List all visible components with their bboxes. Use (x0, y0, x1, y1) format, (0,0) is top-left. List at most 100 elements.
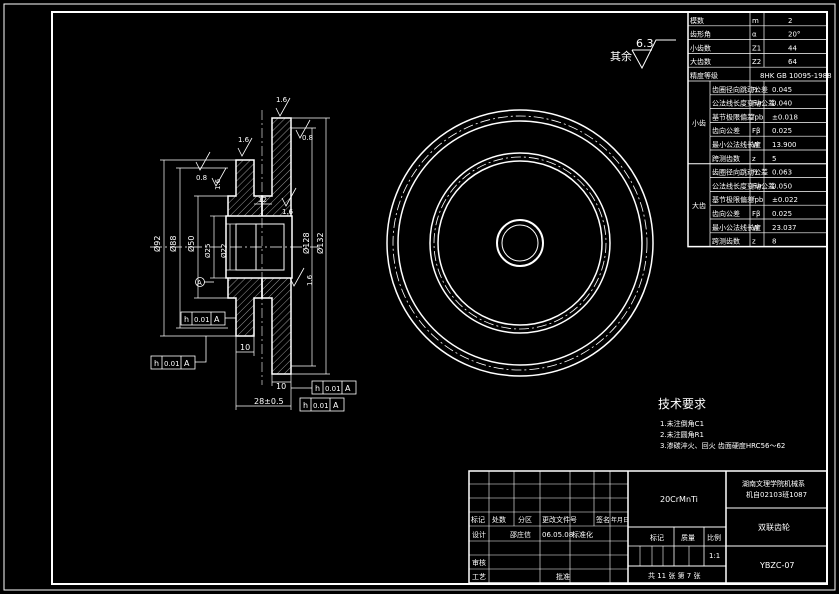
param-sym: W (752, 224, 759, 232)
param-val: 8HK GB 10095-1988 (760, 72, 832, 80)
param-sym: Z1 (752, 44, 761, 52)
param-sym: W (752, 141, 759, 149)
tech-item-1: 1.未注倒角C1 (660, 419, 704, 428)
design-label: 设计 (472, 530, 486, 539)
tol3-val: 0.01 (325, 385, 341, 393)
tol1-val: 0.01 (194, 316, 210, 324)
dim-w28: 28±0.5 (254, 397, 284, 406)
param-val: 13.900 (772, 141, 797, 149)
tolerance-frame-4: h 0.01 A (299, 397, 345, 412)
param-name: 公法线长度变动公差 (712, 99, 775, 108)
tol2-sym: h (154, 359, 159, 368)
param-val: 0.025 (772, 127, 792, 135)
param-sym: Fβ (752, 127, 761, 135)
roughness-mark-4: 0.8 (196, 174, 207, 182)
dim-w10a: 10 (240, 343, 250, 352)
param-sym: Fβ (752, 210, 761, 218)
dim-w12: 12 (258, 196, 267, 204)
header-mark: 标记 (471, 515, 485, 524)
tolerance-frame-1: h 0.01 A (180, 311, 236, 326)
dim-d50: Ø50 (186, 236, 196, 252)
roughness-mark-1: 1.6 (276, 96, 288, 104)
sheets: 共 11 张 第 7 张 (648, 571, 701, 580)
header-zone: 分区 (518, 515, 532, 524)
param-name: 齿圈径向跳动公差 (712, 168, 768, 177)
roughness-mark-2: 1.6 (238, 136, 250, 144)
dim-d132: Ø132 (315, 232, 325, 254)
param-val: 20° (788, 31, 800, 39)
process-label: 工艺 (472, 573, 486, 581)
param-name: 小齿数 (690, 43, 711, 52)
tol1-ref: A (214, 315, 220, 324)
roughness-mark-5: 0.8 (302, 134, 313, 142)
param-val: 0.045 (772, 86, 792, 94)
param-val: 23.037 (772, 224, 797, 232)
param-sym: z (752, 155, 756, 163)
header-date: 年月日 (611, 516, 629, 524)
inner-frame (51, 11, 828, 585)
param-group-label: 小齿 (692, 118, 706, 127)
tech-item-2: 2.未注圆角R1 (660, 430, 704, 439)
tol2-val: 0.01 (164, 360, 180, 368)
param-val: 5 (772, 155, 776, 163)
param-sym: fpb (752, 196, 764, 204)
param-sym: Fr (752, 86, 759, 94)
param-name: 跨测齿数 (712, 237, 740, 246)
param-val: 0.025 (772, 210, 792, 218)
param-sym: fpb (752, 113, 764, 121)
scale-value: 1:1 (709, 552, 720, 560)
tolerance-frame-3: h 0.01 A (291, 380, 357, 395)
dim-d25: Ø25 (204, 244, 212, 258)
param-name: 齿向公差 (712, 209, 740, 218)
school-line2: 机自02103班1087 (746, 490, 807, 499)
roughness-other: 其余 6.3 (610, 37, 676, 70)
param-name: 基节极限偏差 (712, 112, 754, 121)
param-val: 8 (772, 238, 776, 246)
param-val: ±0.018 (772, 113, 798, 121)
material: 20CrMnTi (660, 495, 698, 504)
designer: 邵庄信 (510, 530, 531, 539)
header-doc: 更改文件号 (542, 515, 577, 524)
scale-label: 比例 (707, 533, 721, 542)
tol4-val: 0.01 (313, 402, 329, 410)
param-name: 公法线长度变动公差 (712, 181, 775, 190)
param-val: 64 (788, 58, 797, 66)
roughness-value: 6.3 (636, 37, 654, 50)
param-sym: Fw (752, 182, 762, 190)
param-sym: α (752, 31, 757, 39)
param-name: 跨测齿数 (712, 154, 740, 163)
tol3-ref: A (345, 384, 351, 393)
tech-item-3: 3.渗碳淬火、回火 齿面硬度HRC56～62 (660, 441, 785, 450)
std-label: 标准化 (572, 530, 593, 539)
param-val: 0.050 (772, 182, 792, 190)
roughness-qiyu: 其余 (610, 49, 632, 63)
school-line1: 湖南文理学院机械系 (742, 479, 805, 488)
design-date: 06.05.08 (542, 531, 573, 539)
title-block (468, 470, 828, 584)
param-name: 大齿数 (690, 57, 711, 66)
dim-w10b: 10 (276, 382, 286, 391)
weight-label: 质量 (681, 533, 695, 542)
stage-label: 标记 (650, 533, 664, 542)
param-val: 0.040 (772, 100, 792, 108)
param-name: 基节极限偏差 (712, 195, 754, 204)
tol2-ref: A (184, 359, 190, 368)
param-sym: Fr (752, 169, 759, 177)
param-name: 齿圈径向跳动公差 (712, 85, 768, 94)
drawing-no: YBZC-07 (759, 561, 795, 570)
header-sign: 签名 (596, 515, 610, 524)
param-name: 模数 (690, 16, 704, 25)
param-sym: Z2 (752, 58, 761, 66)
title-block-text: 20CrMnTi 湖南文理学院机械系 机自02103班1087 双联齿轮 YBZ… (471, 479, 807, 581)
front-view (386, 109, 654, 377)
tech-title: 技术要求 (658, 397, 706, 411)
param-val: 44 (788, 44, 797, 52)
dim-d88: Ø88 (168, 236, 178, 252)
dim-d128: Ø128 (301, 232, 311, 254)
param-name: 齿形角 (690, 30, 711, 39)
param-group-label: 大齿 (692, 201, 706, 210)
param-val: 2 (788, 17, 792, 25)
header-count: 处数 (492, 515, 506, 524)
